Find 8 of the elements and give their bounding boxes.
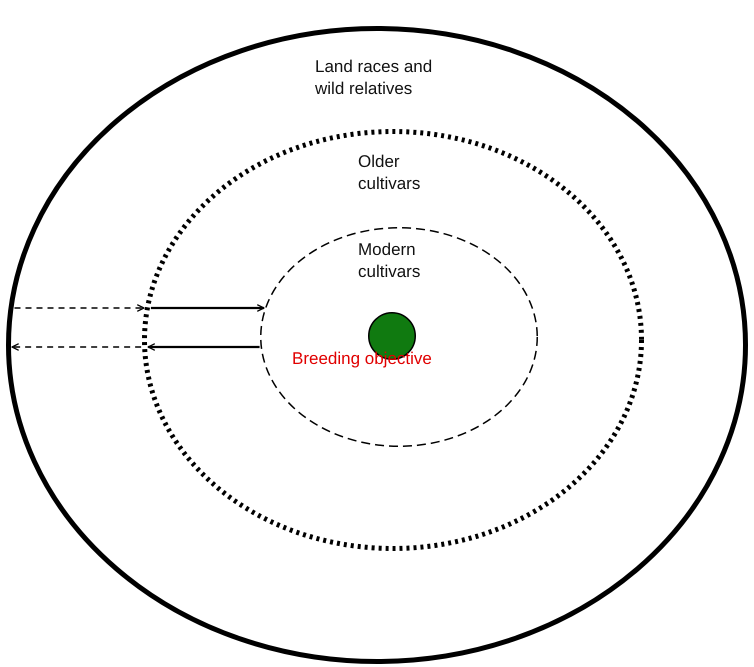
- region-label: Modern cultivars: [358, 239, 422, 283]
- objective-caption: Breeding objective: [292, 348, 432, 370]
- dashed-arrow: [14, 304, 145, 312]
- region-label: Land races and wild relatives: [315, 56, 434, 100]
- dashed-arrow: [11, 343, 142, 351]
- region-label: Older cultivars: [358, 151, 422, 195]
- arrow: [150, 304, 265, 312]
- arrow: [147, 343, 260, 351]
